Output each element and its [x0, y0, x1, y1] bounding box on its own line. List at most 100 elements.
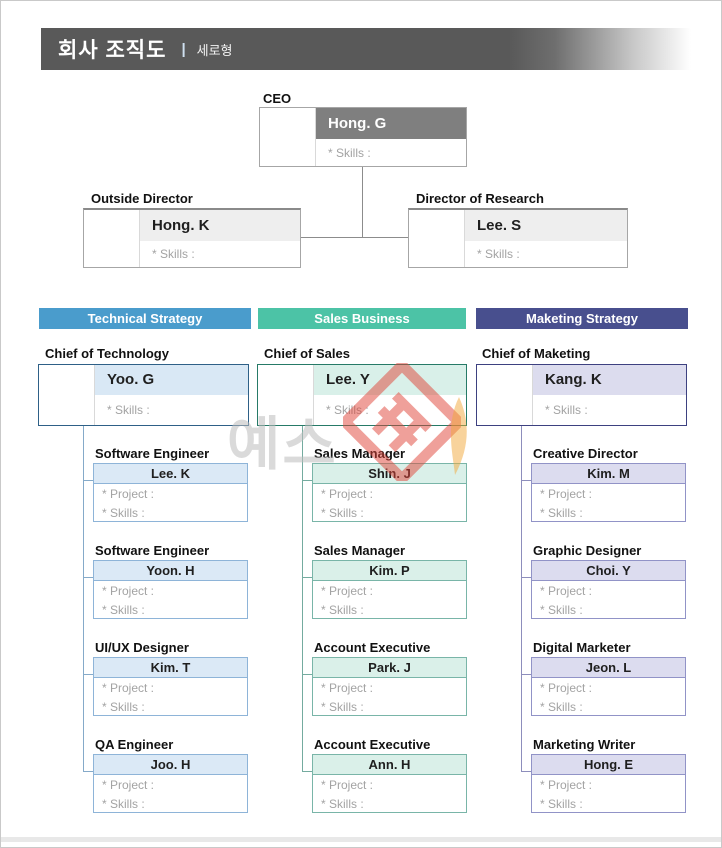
chief-label: Chief of Sales [264, 346, 350, 361]
member-title-label: QA Engineer [95, 737, 174, 752]
member-title-label: Creative Director [533, 446, 638, 461]
connector-line [302, 480, 312, 481]
member-name: Choi. Y [532, 561, 685, 581]
chief-box: Lee. Y * Skills : [257, 364, 467, 426]
connector-line [83, 674, 93, 675]
member-box: Jeon. L * Project : * Skills : [531, 657, 686, 716]
photo-placeholder [84, 210, 140, 267]
project-label: * Project : [102, 487, 155, 501]
ceo-label: CEO [263, 91, 292, 106]
skills-label: * Skills : [321, 700, 364, 714]
project-label: * Project : [102, 778, 155, 792]
skills-label: * Skills : [321, 506, 364, 520]
member-name: Lee. K [94, 464, 247, 484]
connector-line [362, 167, 363, 238]
member-name: Ann. H [313, 755, 466, 775]
member-box: Shin. J * Project : * Skills : [312, 463, 467, 522]
title-separator: | [181, 40, 186, 58]
skills-label: * Skills : [102, 603, 145, 617]
project-label: * Project : [540, 681, 593, 695]
member-box: Kim. P * Project : * Skills : [312, 560, 467, 619]
page-title: 회사 조직도 [58, 39, 167, 62]
chief-label: Chief of Technology [45, 346, 169, 361]
page-subtitle: 세로형 [196, 42, 233, 58]
member-box: Joo. H * Project : * Skills : [93, 754, 248, 813]
skills-label: * Skills : [540, 700, 583, 714]
skills-label: * Skills : [540, 797, 583, 811]
member-name: Kim. P [313, 561, 466, 581]
connector-line [521, 426, 522, 772]
column-header-marketing: Maketing Strategy [476, 308, 688, 329]
skills-label: * Skills : [321, 797, 364, 811]
member-name: Shin. J [313, 464, 466, 484]
ceo-box: Hong. G * Skills : [259, 107, 467, 167]
director-box: Hong. K * Skills : [83, 208, 301, 268]
connector-line [302, 577, 312, 578]
connector-line [521, 480, 531, 481]
photo-placeholder [477, 365, 533, 425]
project-label: * Project : [321, 778, 374, 792]
member-title-label: UI/UX Designer [95, 640, 189, 655]
skills-label: * Skills : [540, 506, 583, 520]
member-box: Hong. E * Project : * Skills : [531, 754, 686, 813]
chief-name: Kang. K [533, 365, 686, 395]
project-label: * Project : [540, 778, 593, 792]
project-label: * Project : [321, 681, 374, 695]
director-name: Lee. S [465, 210, 627, 241]
connector-line [83, 577, 93, 578]
connector-line [521, 771, 531, 772]
ceo-name: Hong. G [316, 108, 466, 139]
member-title-label: Account Executive [314, 737, 431, 752]
column-header-technical: Technical Strategy [39, 308, 251, 329]
photo-placeholder [39, 365, 95, 425]
member-title-label: Marketing Writer [533, 737, 636, 752]
director-name: Hong. K [140, 210, 300, 241]
connector-line [521, 674, 531, 675]
title-bar: 회사 조직도 | 세로형 [41, 28, 691, 70]
director-label: Outside Director [91, 191, 193, 206]
member-name: Yoon. H [94, 561, 247, 581]
skills-label: * Skills : [477, 247, 520, 261]
skills-label: * Skills : [540, 603, 583, 617]
project-label: * Project : [540, 584, 593, 598]
skills-label: * Skills : [152, 247, 195, 261]
skills-label: * Skills : [102, 797, 145, 811]
chief-box: Yoo. G * Skills : [38, 364, 249, 426]
project-label: * Project : [102, 584, 155, 598]
skills-label: * Skills : [102, 700, 145, 714]
chief-name: Yoo. G [95, 365, 248, 395]
connector-line [302, 771, 312, 772]
project-label: * Project : [321, 487, 374, 501]
member-box: Park. J * Project : * Skills : [312, 657, 467, 716]
member-box: Yoon. H * Project : * Skills : [93, 560, 248, 619]
member-name: Jeon. L [532, 658, 685, 678]
director-box: Lee. S * Skills : [408, 208, 628, 268]
member-box: Kim. M * Project : * Skills : [531, 463, 686, 522]
member-title-label: Software Engineer [95, 446, 210, 461]
skills-label: * Skills : [328, 145, 371, 160]
project-label: * Project : [321, 584, 374, 598]
member-box: Choi. Y * Project : * Skills : [531, 560, 686, 619]
member-name: Hong. E [532, 755, 685, 775]
connector-line [302, 674, 312, 675]
connector-line [83, 771, 93, 772]
member-title-label: Software Engineer [95, 543, 210, 558]
connector-line [83, 480, 93, 481]
skills-label: * Skills : [321, 603, 364, 617]
member-title-label: Sales Manager [314, 543, 406, 558]
member-box: Ann. H * Project : * Skills : [312, 754, 467, 813]
skills-label: * Skills : [545, 403, 588, 417]
connector-line [83, 426, 84, 772]
connector-line [302, 426, 303, 772]
photo-placeholder [258, 365, 314, 425]
member-box: Lee. K * Project : * Skills : [93, 463, 248, 522]
director-label: Director of Research [416, 191, 544, 206]
photo-placeholder [409, 210, 465, 267]
member-title-label: Account Executive [314, 640, 431, 655]
member-title-label: Graphic Designer [533, 543, 642, 558]
member-box: Kim. T * Project : * Skills : [93, 657, 248, 716]
connector-line [521, 577, 531, 578]
column-header-sales: Sales Business [258, 308, 466, 329]
chief-name: Lee. Y [314, 365, 466, 395]
bottom-border-band [1, 837, 721, 842]
